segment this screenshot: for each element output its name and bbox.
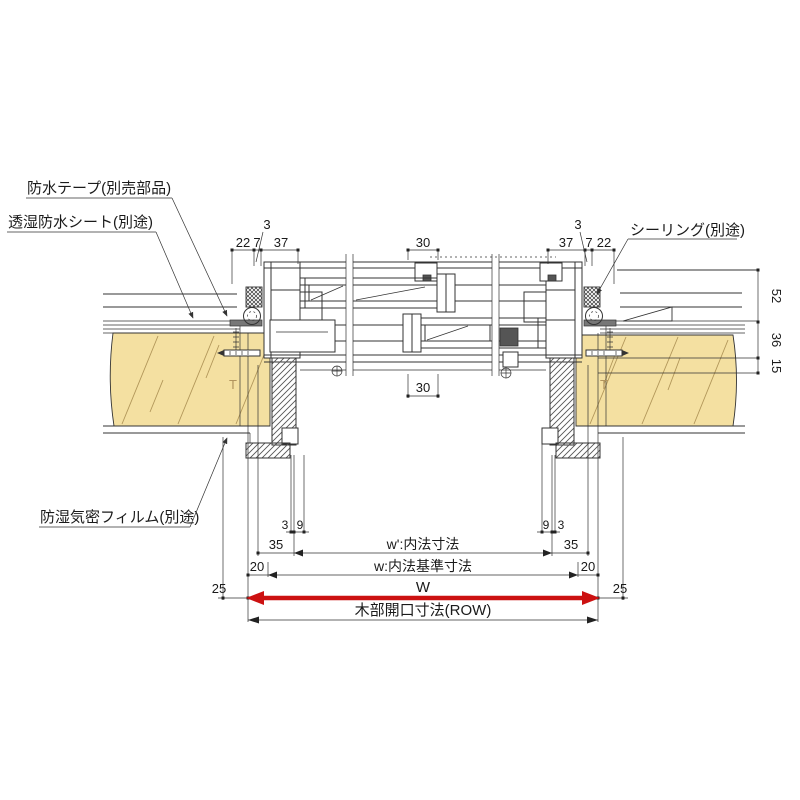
stud-mark-right: T xyxy=(600,377,608,392)
screw-mark-right xyxy=(500,367,512,379)
top-dimensions: 22 7 37 3 30 37 7 22 3 xyxy=(230,217,616,284)
window-frame xyxy=(217,254,629,379)
dim-top-right-7: 7 xyxy=(585,235,592,250)
wall-left: T xyxy=(103,293,271,458)
dim-top-offset-right: 3 xyxy=(574,217,581,232)
furring-triangle xyxy=(622,306,673,322)
right-dimensions: 52 36 15 xyxy=(756,268,784,375)
dim-top-left-37: 37 xyxy=(274,235,288,250)
wood-opening-label: 木部開口寸法(ROW) xyxy=(355,602,492,619)
tape-left xyxy=(229,319,263,327)
dim-25-right: 25 xyxy=(613,581,627,596)
bottom-dimensions: 3 9 9 3 35 35 w':内法寸法 20 20 w:内法基準寸法 25 … xyxy=(212,365,628,624)
dim-bottom-center-30: 30 xyxy=(416,380,430,395)
wood-stud-left xyxy=(109,332,271,427)
dim-pair-left-3: 3 xyxy=(282,518,289,532)
dim-35-right: 35 xyxy=(564,537,578,552)
opening-width-label: W xyxy=(416,579,431,596)
dim-pair-right-9: 9 xyxy=(543,518,550,532)
dim-top-right-37: 37 xyxy=(559,235,573,250)
stud-mark-left: T xyxy=(229,377,237,392)
label-waterproof-tape: 防水テープ(別売部品) xyxy=(27,180,171,197)
label-moisture-film: 防湿気密フィルム(別途) xyxy=(40,509,199,526)
label-sealing: シーリング(別途) xyxy=(630,222,745,239)
dim-top-center-30: 30 xyxy=(416,235,430,250)
dim-20-left: 20 xyxy=(250,559,264,574)
screw-mark-left xyxy=(331,365,343,377)
sealing-right xyxy=(583,286,601,308)
dim-top-right-22: 22 xyxy=(597,235,611,250)
dim-top-left-7: 7 xyxy=(253,235,260,250)
inner-width-label: w':内法寸法 xyxy=(386,536,460,552)
dim-right-36: 36 xyxy=(769,333,784,347)
dim-top-left-22: 22 xyxy=(236,235,250,250)
label-moisture-sheet: 透湿防水シート(別途) xyxy=(8,214,153,231)
dim-pair-right-3: 3 xyxy=(558,518,565,532)
dim-25-left: 25 xyxy=(212,581,226,596)
anchor-screw-right xyxy=(585,307,603,325)
dim-right-15: 15 xyxy=(769,359,784,373)
wall-right: T xyxy=(575,269,758,458)
dim-top-offset-left: 3 xyxy=(263,217,270,232)
lock-block xyxy=(499,327,519,347)
dim-20-right: 20 xyxy=(581,559,595,574)
dim-35-left: 35 xyxy=(269,537,283,552)
dim-pair-left-9: 9 xyxy=(297,518,304,532)
jamb-casings xyxy=(245,357,601,459)
bottom-center-dimension: 30 xyxy=(406,374,440,398)
tape-right xyxy=(583,319,617,327)
sealing-left xyxy=(245,286,263,308)
anchor-screw-left xyxy=(243,307,261,325)
dim-right-52: 52 xyxy=(769,289,784,303)
base-width-label: w:内法基準寸法 xyxy=(373,558,472,574)
annotations: 防水テープ(別売部品) 透湿防水シート(別途) シーリング(別途) 防湿気密フィ… xyxy=(7,180,745,528)
